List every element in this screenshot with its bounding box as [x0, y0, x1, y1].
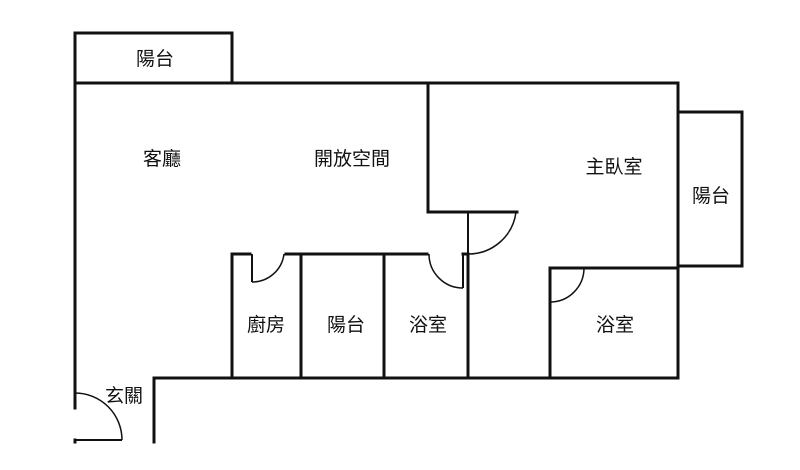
- label-open-space: 開放空間: [314, 148, 390, 170]
- kitchen-door: [251, 253, 285, 283]
- label-balcony-middle: 陽台: [327, 314, 365, 336]
- label-bathroom-1: 浴室: [409, 314, 447, 336]
- kitchen-left-wall: [230, 252, 252, 380]
- bathroom-1-door: [428, 253, 464, 289]
- kitchen-right-wall: [284, 252, 303, 380]
- doors: [74, 211, 585, 441]
- room-labels: 陽台 客廳 開放空間 主臥室 陽台 廚房 陽台 浴室 浴室 玄關: [105, 48, 730, 407]
- label-entrance: 玄關: [105, 385, 143, 407]
- label-master-bedroom: 主臥室: [585, 156, 642, 178]
- label-balcony-right: 陽台: [692, 185, 730, 207]
- bedroom-door: [467, 211, 517, 255]
- bathroom-2-door: [549, 267, 585, 303]
- bottom-wall: [152, 376, 680, 444]
- label-kitchen: 廚房: [247, 313, 285, 336]
- top-wall-living: [73, 81, 519, 214]
- balcony-right-outline: [676, 110, 744, 268]
- entrance-door: [74, 392, 123, 441]
- label-bathroom-2: 浴室: [596, 314, 634, 336]
- top-wall-bedroom: [426, 81, 680, 380]
- exterior-walls: [73, 31, 744, 444]
- label-living-room: 客廳: [143, 148, 181, 170]
- label-balcony-top: 陽台: [136, 48, 174, 70]
